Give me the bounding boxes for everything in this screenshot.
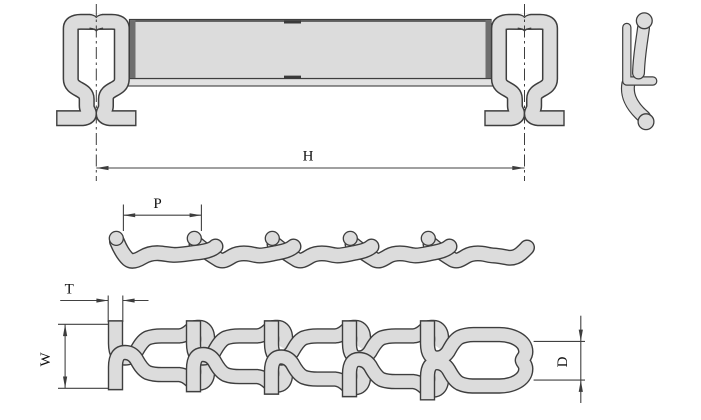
svg-text:D: D (555, 356, 571, 367)
svg-text:P: P (153, 196, 161, 212)
svg-text:T: T (65, 282, 74, 298)
svg-text:W: W (38, 351, 54, 366)
svg-text:H: H (303, 149, 314, 165)
